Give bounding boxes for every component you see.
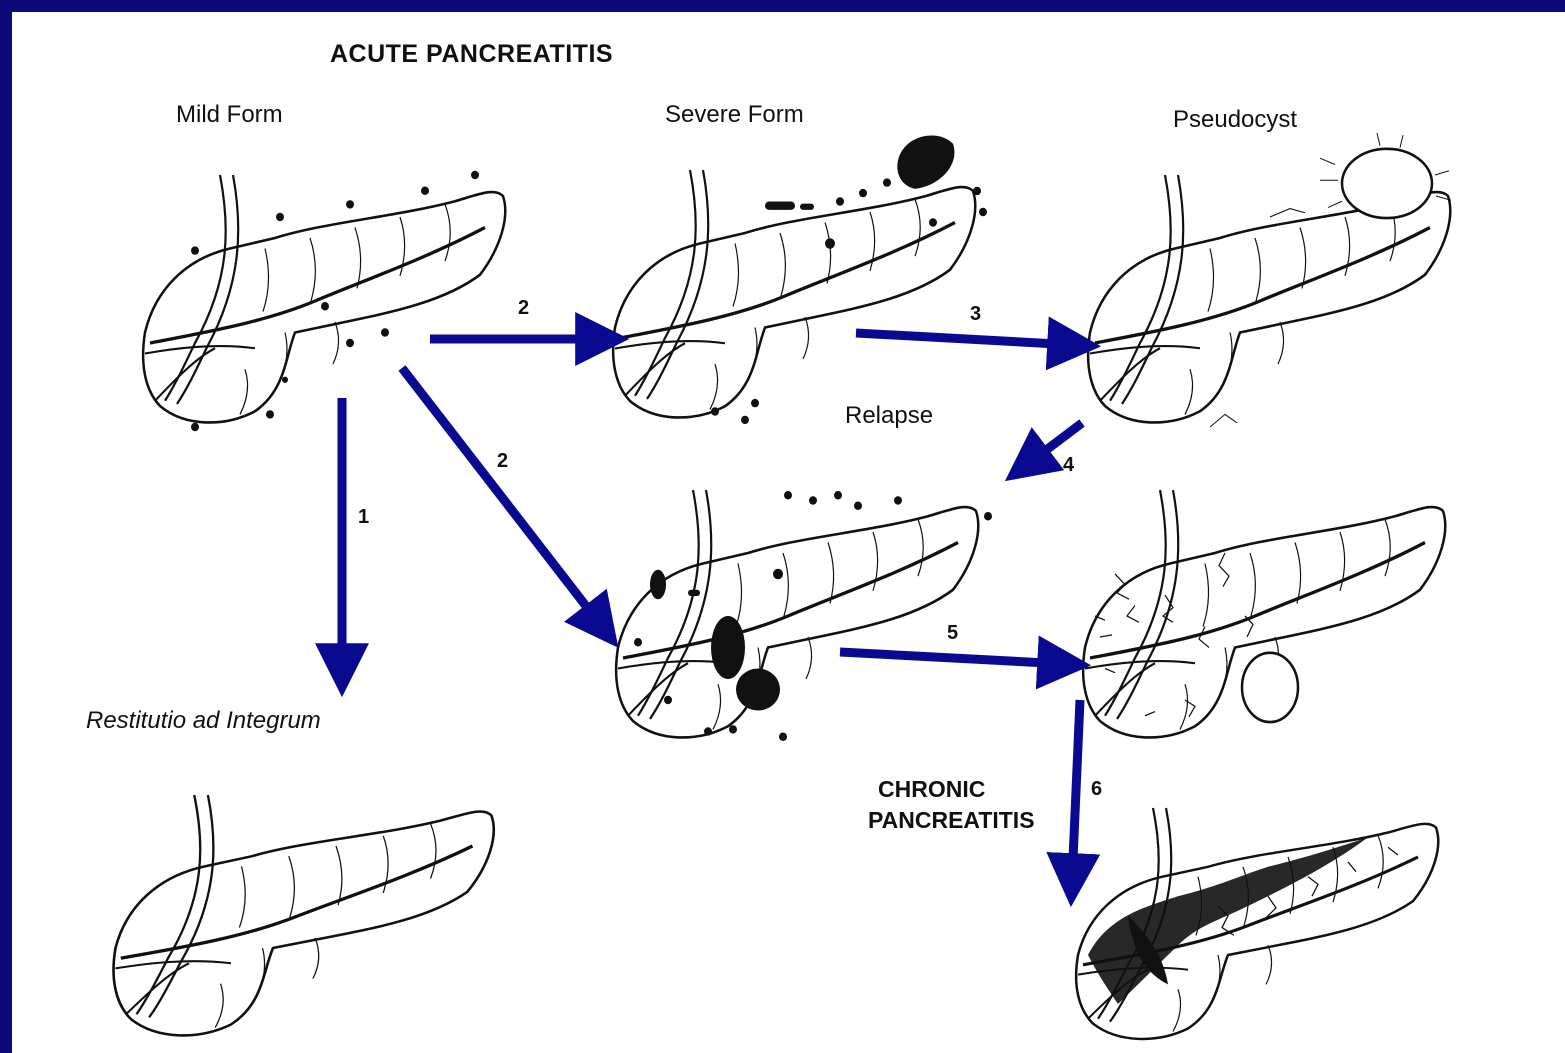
label-chronic-pancreatitis: CHRONIC PANCREATITIS (868, 774, 1035, 836)
label-restitutio: Restitutio ad Integrum (86, 707, 321, 735)
label-pseudocyst: Pseudocyst (1173, 106, 1297, 134)
pancreas-pseudocyst-illustration (1088, 133, 1451, 427)
arrow-label-4: 4 (1063, 454, 1074, 477)
pancreas-relapse-illustration (616, 490, 992, 741)
pancreas-mild-illustration (143, 171, 505, 431)
arrow-label-2-diagonal: 2 (497, 450, 508, 473)
pancreas-severe-illustration (613, 136, 987, 425)
label-chronic-line1: CHRONIC (868, 774, 1035, 805)
arrow-label-3: 3 (970, 303, 981, 326)
pancreas-chronic-advanced-illustration (1076, 808, 1438, 1039)
arrow-5 (840, 652, 1066, 664)
page-title: ACUTE PANCREATITIS (330, 40, 613, 69)
arrow-label-1: 1 (358, 506, 369, 529)
label-mild-form: Mild Form (176, 101, 283, 129)
pancreas-chronic-early-illustration (1083, 490, 1445, 737)
arrow-2-diagonal (402, 368, 603, 628)
pancreas-restitutio-illustration (114, 795, 494, 1035)
label-severe-form: Severe Form (665, 101, 804, 129)
arrow-6 (1072, 700, 1080, 882)
arrow-label-5: 5 (947, 622, 958, 645)
label-chronic-line2: PANCREATITIS (868, 805, 1035, 836)
arrow-label-2-top: 2 (518, 297, 529, 320)
label-relapse: Relapse (845, 402, 933, 430)
arrow-3 (856, 333, 1076, 345)
arrow-label-6: 6 (1091, 778, 1102, 801)
